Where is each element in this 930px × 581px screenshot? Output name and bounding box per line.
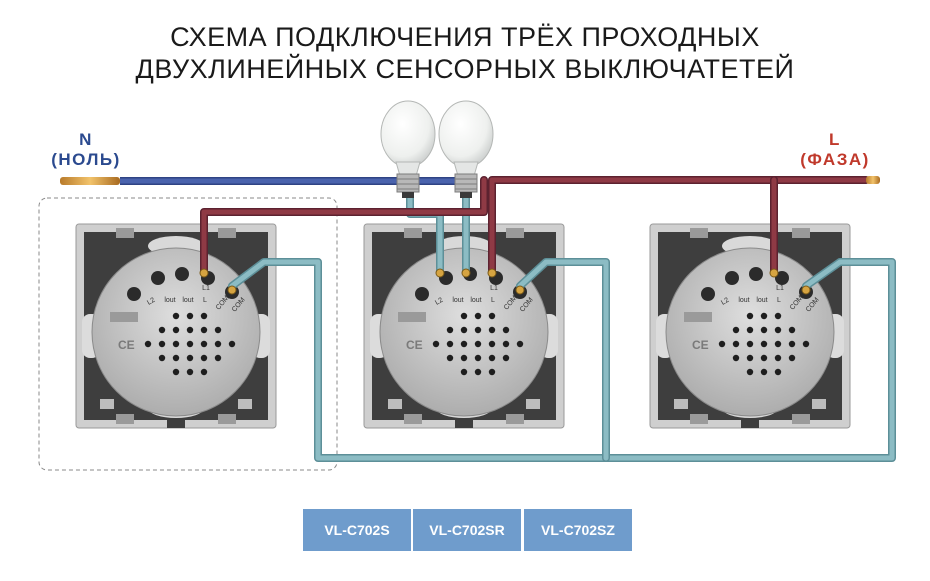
phase-wire-main: [489, 177, 869, 275]
switch-1-terminal-l: L: [203, 297, 207, 304]
neutral-name: (НОЛЬ): [51, 150, 121, 169]
lamp-1: [380, 100, 436, 198]
switch-1-highlight-frame: [38, 197, 338, 471]
switch-2-terminal-l1: L1: [490, 285, 498, 292]
switch-2-terminal-lout: lout: [452, 297, 463, 304]
neutral-label: N (НОЛЬ): [36, 130, 136, 170]
switch-3-terminal-l: L: [777, 297, 781, 304]
lamp-2: [438, 100, 494, 198]
switch-3-terminal-lout: lout: [756, 297, 767, 304]
switch-3: [649, 223, 851, 429]
model-badge-1: VL-C702S: [303, 509, 411, 551]
model-badge-2: VL-C702SR: [413, 509, 521, 551]
phase-wires: [200, 176, 870, 276]
switch-1-terminal-lout: lout: [182, 297, 193, 304]
model-badge-3: VL-C702SZ: [524, 509, 632, 551]
traveler-wire-middle: [517, 259, 609, 461]
phase-label: L (ФАЗА): [785, 130, 885, 170]
phase-wire-tip: [866, 176, 880, 184]
switch-2-terminal-l: L: [491, 297, 495, 304]
switch-1-terminal-l1: L1: [202, 285, 210, 292]
phase-wire-switch-1: [201, 177, 487, 275]
diagram-title-line-1: СХЕМА ПОДКЛЮЧЕНИЯ ТРЁХ ПРОХОДНЫХ: [170, 22, 760, 52]
phase-letter: L: [829, 130, 841, 149]
switch-2-terminal-lout: lout: [470, 297, 481, 304]
switch-1-terminal-l2: L2: [146, 297, 156, 307]
switch-1: [75, 223, 277, 429]
switch-2-terminal-l2: L2: [434, 297, 444, 307]
diagram-title-line-2: ДВУХЛИНЕЙНЫХ СЕНСОРНЫХ ВЫКЛЮЧАТЕТЕЙ: [135, 54, 795, 84]
neutral-letter: N: [79, 130, 93, 149]
switch-3-terminal-l1: L1: [776, 285, 784, 292]
switch-1-terminal-lout: lout: [164, 297, 175, 304]
switch-3-terminal-lout: lout: [738, 297, 749, 304]
terminal-screws: [199, 268, 811, 295]
switch-3-terminal-l2: L2: [720, 297, 730, 307]
phase-name: (ФАЗА): [800, 150, 870, 169]
